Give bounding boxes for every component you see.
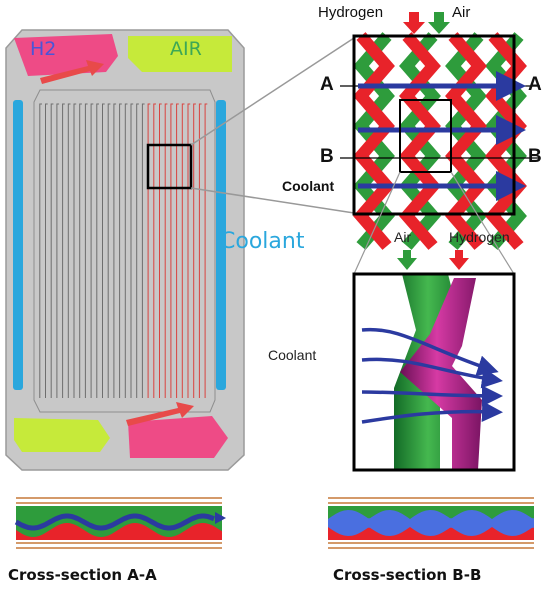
hydrogen-channel	[445, 32, 487, 250]
flow-channel	[39, 103, 42, 398]
flow-channel	[102, 103, 105, 398]
bipolar-plate	[5, 29, 245, 471]
flow-channel	[136, 103, 139, 398]
h2-outlet-arrow	[126, 402, 194, 426]
flow-channel	[113, 103, 117, 398]
flow-channel	[45, 103, 48, 398]
flow-channel	[193, 103, 196, 398]
flow-channel	[170, 103, 174, 398]
flow-channel	[198, 103, 202, 398]
zoom-guide-2-right	[450, 171, 515, 275]
air-label: AIR	[170, 38, 202, 60]
flow-channel	[141, 103, 145, 398]
flow-channel	[159, 103, 162, 398]
flow-channel	[124, 103, 128, 398]
cross-section-a-a	[14, 497, 226, 549]
flow-channel	[73, 103, 77, 398]
flow-channel	[164, 103, 168, 398]
flow-channel	[130, 103, 134, 398]
flow-channel	[204, 103, 208, 398]
mid-detail-panel	[352, 250, 516, 472]
flow-channel	[67, 103, 71, 398]
air-inlet-arrow	[428, 12, 450, 34]
top-detail-panel	[340, 12, 540, 250]
hydrogen-mid-label: Hydrogen	[449, 229, 510, 245]
hydrogen-top-label: Hydrogen	[318, 4, 384, 21]
zoom-guide-top	[190, 37, 355, 146]
h2-inlet-arrow	[40, 60, 104, 84]
coolant-top-label: Coolant	[282, 178, 335, 194]
flow-channel	[107, 103, 111, 398]
top-detail-frame	[352, 34, 516, 216]
coolant-flow-arrows-3d	[361, 327, 503, 424]
flow-channel	[153, 103, 156, 398]
coolant-mid-label: Coolant	[268, 347, 317, 363]
flow-channel	[187, 103, 191, 398]
hydrogen-tube	[400, 278, 482, 470]
coolant-channel-right	[216, 100, 226, 390]
cross-section-b-label: Cross-section B-B	[333, 566, 482, 584]
flow-channel	[62, 103, 65, 398]
section-a-right-label: A	[528, 74, 542, 95]
coolant-arrow-3d	[361, 385, 503, 407]
detail-box	[146, 143, 193, 190]
cross-section-b-b	[328, 497, 534, 549]
mid-detail-frame	[352, 272, 516, 472]
coolant-channel-left	[13, 100, 23, 390]
h2-label: H2	[30, 38, 57, 60]
coolant-arrow-3d	[361, 401, 503, 424]
wavy-flow-channels	[39, 103, 208, 398]
flow-channel	[84, 103, 88, 398]
air-down-arrow	[397, 250, 417, 270]
zoom-guide-2-left	[353, 171, 401, 275]
flow-channel	[119, 103, 122, 398]
zoom-guide-bottom	[190, 187, 355, 214]
flow-channel	[79, 103, 82, 398]
hydrogen-channel	[353, 32, 395, 250]
hydrogen-down-arrow	[449, 250, 469, 270]
air-mid-label: Air	[394, 229, 412, 245]
coolant-arrow-3d	[361, 327, 499, 376]
hydrogen-channel	[399, 32, 441, 250]
xa-arrow-head	[215, 512, 226, 524]
air-inlet-manifold	[128, 36, 232, 72]
section-b-right-label: B	[528, 146, 542, 167]
coolant-arrow-3d	[361, 357, 503, 389]
flow-field-outline	[33, 89, 216, 413]
cross-section-a-label: Cross-section A-A	[8, 566, 157, 584]
flow-channel	[50, 103, 54, 398]
flow-channel	[90, 103, 94, 398]
air-top-label: Air	[452, 4, 471, 21]
coolant-flow-arrows	[358, 71, 526, 201]
flow-channel	[96, 103, 99, 398]
flow-channel	[181, 103, 185, 398]
flow-channel	[176, 103, 179, 398]
flow-channel	[56, 103, 60, 398]
inner-detail-box	[399, 99, 452, 173]
hydrogen-inlet-arrow	[403, 12, 425, 34]
section-b-left-label: B	[320, 146, 334, 167]
section-a-left-label: A	[320, 74, 334, 95]
coolant-label: Coolant	[220, 229, 305, 254]
h2-outlet-manifold	[128, 416, 228, 458]
air-outlet-manifold	[14, 418, 110, 452]
